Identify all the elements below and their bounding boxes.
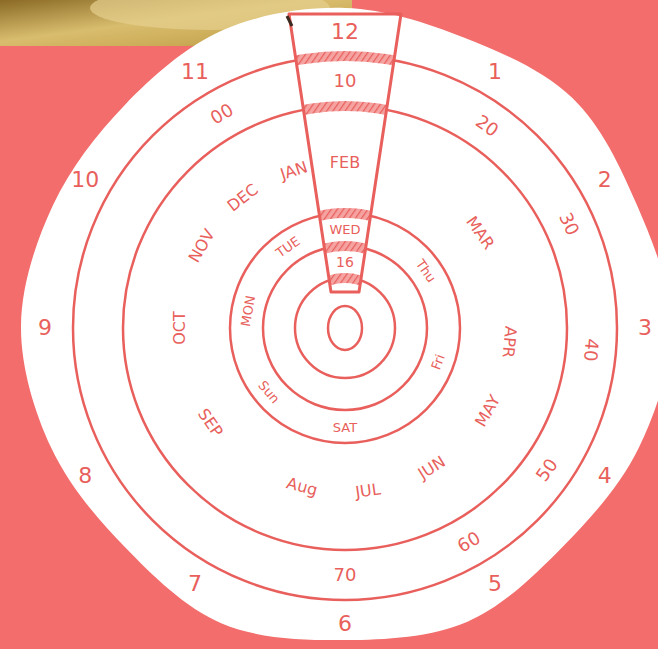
highlight-wedge — [189, 14, 502, 292]
ring-line — [123, 106, 567, 550]
hatched-band — [277, 208, 413, 237]
ring-label: 70 — [332, 565, 359, 585]
ring-label: 30 — [554, 207, 583, 240]
ring-label: FEB — [328, 154, 362, 172]
ring-label: OCT — [171, 309, 189, 347]
ring-line — [73, 56, 617, 600]
ring-label: MAR — [461, 212, 499, 255]
ring-label: APR — [499, 324, 520, 361]
hour-number: 10 — [69, 168, 101, 192]
ring-label: 40 — [580, 335, 602, 364]
hour-number: 9 — [36, 316, 54, 340]
ring-line — [230, 213, 460, 443]
ring-label: 10 — [332, 71, 359, 91]
hour-number: 6 — [336, 612, 354, 636]
hour-number: 5 — [486, 572, 504, 596]
ring-label: Thu — [412, 255, 441, 287]
ring-label: SAT — [331, 420, 359, 435]
wedge-tip-mark — [287, 16, 292, 26]
hour-number: 7 — [186, 572, 204, 596]
ring-label: JUL — [352, 480, 384, 502]
ring-label: WED — [327, 222, 362, 237]
ring-label: Aug — [283, 474, 322, 501]
ring-label: NOV — [184, 224, 219, 267]
hour-number: 4 — [596, 464, 614, 488]
hour-number: 8 — [76, 464, 94, 488]
wedge-outline — [289, 14, 401, 292]
ring-label: 20 — [470, 110, 504, 142]
hatched-band — [314, 273, 376, 291]
hour-number: 12 — [329, 20, 361, 44]
ring-label: MON — [237, 292, 258, 329]
ring-label: 50 — [531, 453, 563, 487]
ring-label: SEP — [193, 404, 227, 442]
hour-number: 3 — [636, 316, 654, 340]
ring-label: Fri — [428, 350, 449, 373]
ring-label: JAN — [276, 158, 311, 185]
ring-lines — [73, 56, 617, 600]
ring-label: 16 — [334, 254, 356, 270]
ring-line — [263, 246, 427, 410]
ring-label: MAY — [471, 390, 505, 431]
hatched-band — [217, 101, 473, 149]
ring-label: 00 — [205, 99, 238, 130]
ring-label: Sun — [254, 376, 284, 408]
ring-label: DEC — [223, 179, 264, 216]
hour-number: 2 — [596, 168, 614, 192]
ring-label: JUN — [414, 452, 451, 484]
ring-label: TUE — [272, 232, 305, 261]
center-hub — [328, 306, 362, 350]
white-blob — [21, 8, 658, 640]
hour-number: 11 — [179, 60, 211, 84]
hatched-band — [189, 51, 502, 108]
hour-number: 1 — [486, 60, 504, 84]
ring-label: 60 — [452, 527, 485, 558]
